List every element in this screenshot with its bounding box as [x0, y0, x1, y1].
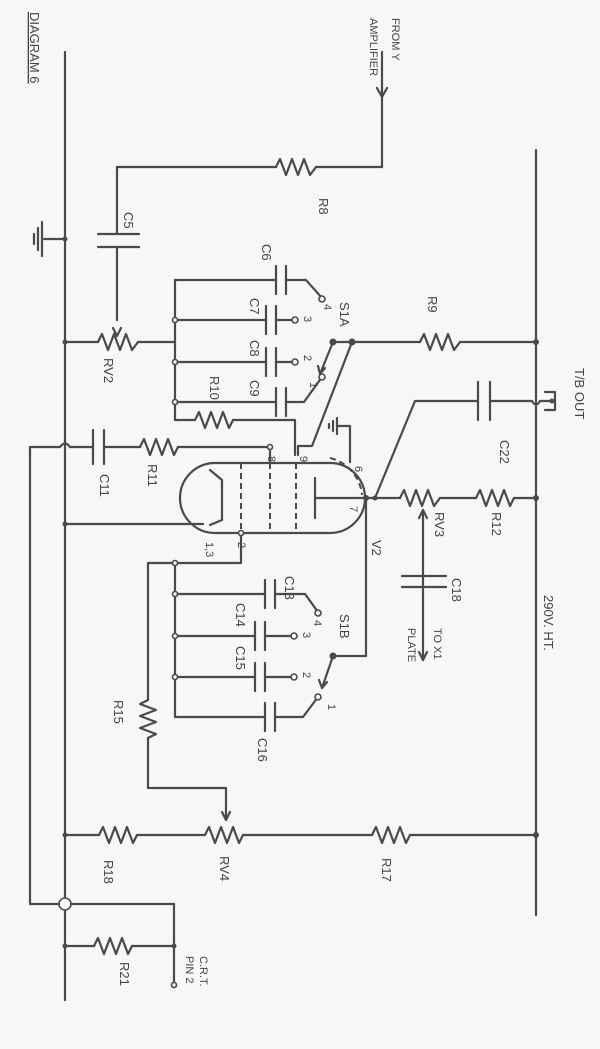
capacitor-C7 [264, 304, 278, 336]
s1a-pos-3: 3 [301, 316, 313, 322]
capacitor-C14 [253, 620, 267, 652]
resistor-R12 [474, 488, 516, 508]
tube-V2 [178, 457, 367, 535]
potentiometer-RV3 [398, 488, 442, 508]
label-R9: R9 [425, 296, 440, 313]
capacitor-C11 [91, 428, 106, 466]
label-RV2: RV2 [101, 358, 116, 383]
label-C9: C9 [247, 380, 262, 397]
s1b-pos-2: 2 [300, 672, 312, 678]
resistor-R18 [97, 825, 139, 845]
diagram-title: DIAGRAM 6 [27, 12, 42, 84]
pin-1-3: 1,3 [203, 542, 215, 557]
label-S1A: S1A [337, 302, 352, 327]
label-R17: R17 [379, 858, 394, 882]
resistor-R10 [193, 410, 235, 430]
label-C16: C16 [255, 738, 270, 762]
input-label-1: FROM Y [389, 18, 401, 61]
ht-label: 290V. HT. [541, 595, 556, 651]
label-C14: C14 [233, 603, 248, 627]
capacitor-C9 [274, 386, 288, 418]
capacitor-C6 [274, 264, 288, 296]
label-C13: C13 [282, 576, 297, 600]
label-RV3: RV3 [432, 512, 447, 537]
label-V2: V2 [369, 540, 384, 556]
s1b-pos-3: 3 [300, 632, 312, 638]
label-S1B: S1B [337, 614, 352, 639]
pin-6: 6 [352, 466, 364, 472]
label-R8: R8 [316, 198, 331, 215]
crt-label: C.R.T. [197, 956, 209, 987]
pin-7: 7 [347, 506, 359, 512]
label-RV4: RV4 [217, 856, 232, 881]
tb-out-terminal [543, 390, 557, 412]
capacitor-C8 [264, 346, 278, 378]
potentiometer-RV4 [203, 825, 245, 845]
label-C6: C6 [259, 244, 274, 261]
label-C11: C11 [97, 474, 112, 497]
resistor-R21 [92, 936, 134, 956]
label-C8: C8 [247, 340, 262, 357]
label-C5: C5 [121, 212, 136, 229]
crt-pin-label: PIN 2 [183, 956, 195, 984]
label-C22: C22 [497, 440, 512, 464]
to-x1-label: TO X1 [431, 628, 443, 660]
resistor-R17 [370, 825, 412, 845]
switch-S1A [316, 338, 356, 376]
label-R11: R11 [145, 464, 160, 487]
resistor-R9 [418, 332, 462, 352]
potentiometer-RV2 [96, 332, 140, 352]
input-label-2: AMPLIFIER [367, 18, 379, 76]
label-R18: R18 [101, 860, 116, 884]
tb-out-label: T/B OUT [572, 368, 587, 419]
resistor-R11 [138, 437, 180, 457]
label-C18: C18 [449, 578, 464, 602]
s1a-pos-2: 2 [301, 355, 313, 361]
capacitor-C16 [263, 701, 277, 733]
input-arrow [375, 50, 389, 169]
capacitor-C22 [476, 380, 492, 422]
label-R21: R21 [117, 962, 132, 986]
s1b-pos-1: 1 [325, 704, 337, 710]
capacitor-C18 [400, 574, 448, 589]
crt-pin-terminal [170, 981, 178, 989]
pin-9: 9 [297, 456, 309, 462]
resistor-R8 [274, 157, 318, 177]
ground-icon [32, 220, 67, 258]
resistor-R15 [138, 698, 158, 740]
plate-label: PLATE [405, 628, 417, 662]
label-C15: C15 [233, 646, 248, 670]
capacitor-C13 [263, 578, 277, 610]
s1a-pos-4: 4 [321, 304, 333, 310]
s1a-pos-1: 1 [307, 382, 319, 388]
capacitor-C15 [253, 661, 267, 693]
label-R15: R15 [111, 700, 126, 724]
switch-S1B [317, 652, 337, 690]
label-C7: C7 [247, 298, 262, 315]
ground-icon-tube [327, 416, 352, 464]
s1b-pos-4: 4 [311, 620, 323, 626]
label-R12: R12 [489, 512, 504, 536]
label-R10: R10 [207, 376, 222, 400]
capacitor-C5 [96, 232, 141, 249]
